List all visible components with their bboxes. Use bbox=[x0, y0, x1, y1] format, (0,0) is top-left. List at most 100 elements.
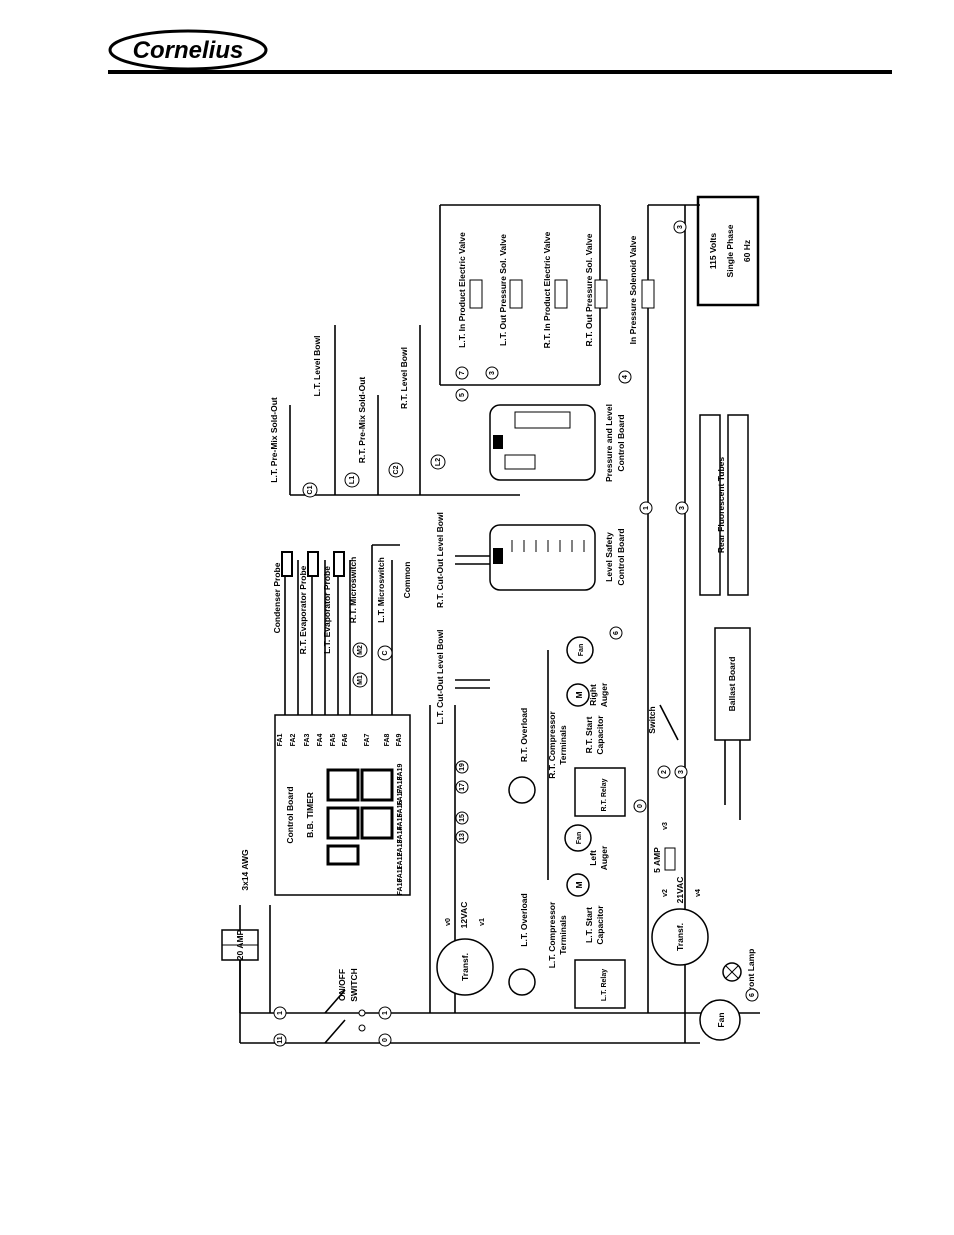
fa-right-4: FA15 bbox=[397, 814, 404, 831]
left-components: Fan M Left Auger L.T. Overload L.T. Comp… bbox=[508, 824, 626, 1009]
probe-marker-1-circle bbox=[352, 672, 368, 688]
probe-label-5: Common bbox=[402, 562, 412, 599]
wire-gauge-label: 3x14 AWG bbox=[240, 849, 250, 891]
bottom-fan: Fan bbox=[699, 999, 741, 1041]
probe-marker-0-circle bbox=[352, 642, 368, 658]
wire-markers: 1 3 6 2 3 17 19 13 15 0 6 v0 v1 v2 v3 v4 bbox=[445, 501, 759, 1002]
fa-right-5: FA14 bbox=[397, 827, 404, 844]
svg-text:Transf.: Transf. bbox=[460, 953, 470, 981]
transformer-12v: Transf. 12VAC bbox=[436, 902, 494, 996]
svg-text:1: 1 bbox=[643, 506, 650, 510]
svg-text:2: 2 bbox=[661, 770, 668, 774]
fa-left-1: FA2 bbox=[290, 733, 297, 746]
switch-line2: SWITCH bbox=[349, 968, 359, 1002]
svg-text:Auger: Auger bbox=[599, 845, 609, 870]
svg-text:M: M bbox=[574, 691, 584, 698]
fa-right-7: FA12 bbox=[397, 853, 404, 870]
probe-marker-1: M1 bbox=[357, 675, 364, 685]
sold-out-marker-0: C1 bbox=[307, 485, 314, 494]
pressure-level-board: Pressure and Level Control Board bbox=[489, 404, 626, 482]
fa-left-3: FA4 bbox=[317, 733, 324, 746]
cornelius-logo: Cornelius bbox=[108, 28, 268, 76]
svg-text:Terminals: Terminals bbox=[558, 915, 568, 955]
svg-text:L.T. Relay: L.T. Relay bbox=[601, 969, 608, 1001]
front-lamp: Front Lamp bbox=[722, 949, 756, 996]
sold-out-marker-3: L2 bbox=[435, 458, 442, 466]
level-safety-line2: Control Board bbox=[616, 528, 626, 585]
svg-text:L.T. Compressor: L.T. Compressor bbox=[547, 901, 557, 968]
svg-text:Auger: Auger bbox=[599, 682, 609, 707]
svg-text:R.T. Relay: R.T. Relay bbox=[601, 778, 608, 811]
svg-text:0: 0 bbox=[637, 804, 644, 808]
probe-label-2: L.T. Evaporator Probe bbox=[322, 566, 332, 654]
fa-left-2: FA3 bbox=[304, 733, 311, 746]
svg-text:0: 0 bbox=[382, 1038, 389, 1042]
logo-text: Cornelius bbox=[133, 37, 244, 64]
svg-text:Front Lamp: Front Lamp bbox=[746, 949, 756, 996]
fa-left-6: FA7 bbox=[364, 733, 371, 746]
control-board-line2: B.B. TIMER bbox=[305, 792, 315, 838]
svg-text:Fan: Fan bbox=[576, 832, 583, 844]
svg-text:12VAC: 12VAC bbox=[459, 902, 469, 929]
level-safety-board: Level Safety Control Board bbox=[489, 524, 626, 591]
svg-text:R.T. Compressor: R.T. Compressor bbox=[547, 711, 557, 779]
svg-text:Left: Left bbox=[588, 850, 598, 866]
svg-text:5: 5 bbox=[459, 393, 466, 397]
lt-premix-soldout: L.T. Pre-Mix Sold-Out bbox=[269, 397, 279, 483]
in-pressure-valve: In Pressure Solenoid Valve bbox=[628, 235, 638, 344]
fa-left-7: FA8 bbox=[384, 733, 391, 746]
page-header: Cornelius bbox=[0, 0, 954, 80]
control-board-line1: Control Board bbox=[285, 786, 295, 843]
svg-text:3: 3 bbox=[677, 225, 684, 229]
svg-text:7: 7 bbox=[459, 371, 466, 375]
svg-text:6: 6 bbox=[613, 631, 620, 635]
svg-text:v1: v1 bbox=[479, 918, 486, 926]
fuse-5amp: 5 AMP bbox=[652, 847, 676, 873]
supply-box: 115 Volts Single Phase 60 Hz bbox=[696, 195, 760, 307]
right-components: Fan M Right Auger R.T. Overload R.T. Com… bbox=[508, 636, 626, 880]
svg-text:17: 17 bbox=[459, 783, 466, 791]
on-off-switch[interactable]: ON/OFF SWITCH bbox=[324, 968, 366, 1044]
svg-text:v4: v4 bbox=[695, 889, 702, 897]
svg-text:1: 1 bbox=[382, 1011, 389, 1015]
probe-label-4: L.T. Microswitch bbox=[376, 557, 386, 623]
svg-text:L.T. Overload: L.T. Overload bbox=[519, 893, 529, 946]
svg-text:1: 1 bbox=[277, 1011, 284, 1015]
level-bowl: L.T. Cut-Out Level Bowl R.T. Cut-Out Lev… bbox=[435, 512, 490, 724]
svg-text:Fan: Fan bbox=[716, 1012, 726, 1027]
door-switch[interactable]: Switch bbox=[647, 704, 679, 741]
fa-left-5: FA6 bbox=[342, 733, 349, 746]
sold-out-marker-0-circle bbox=[302, 482, 318, 498]
svg-text:Switch: Switch bbox=[647, 706, 657, 733]
supply-line2: Single Phase bbox=[725, 224, 735, 277]
probe-label-3: R.T. Microswitch bbox=[348, 557, 358, 624]
probe-marker-2-circle bbox=[377, 645, 393, 661]
fa-right-9: FA10 bbox=[397, 879, 404, 896]
rt-level-bowl: R.T. Level Bowl bbox=[399, 347, 409, 409]
fa-right-2: FA17 bbox=[397, 789, 404, 806]
fa-left-4: FA5 bbox=[330, 733, 337, 746]
pressure-board-line2: Control Board bbox=[616, 414, 626, 471]
svg-text:Capacitor: Capacitor bbox=[595, 905, 605, 945]
sold-out-marker-1-circle bbox=[344, 472, 360, 488]
supply-line1: 115 Volts bbox=[708, 233, 718, 269]
ballast-label: Ballast Board bbox=[727, 657, 737, 712]
svg-text:Terminals: Terminals bbox=[558, 725, 568, 765]
svg-text:5 AMP: 5 AMP bbox=[652, 847, 662, 873]
svg-text:v2: v2 bbox=[662, 889, 669, 897]
supply-line3: 60 Hz bbox=[742, 240, 752, 262]
control-board: Control Board B.B. TIMER FA1 FA2 FA3 FA4 FA5… bbox=[274, 714, 411, 896]
sold-out-marker-2-circle bbox=[388, 462, 404, 478]
fa-left-0: FA1 bbox=[277, 733, 284, 746]
probe-label-1: R.T. Evaporator Probe bbox=[298, 565, 308, 654]
svg-text:3: 3 bbox=[489, 371, 496, 375]
switch-line1: ON/OFF bbox=[337, 969, 347, 1001]
lt-cutout-bowl: L.T. Cut-Out Level Bowl bbox=[435, 630, 445, 725]
lt-level-bowl: L.T. Level Bowl bbox=[312, 336, 322, 397]
svg-text:15: 15 bbox=[459, 814, 466, 822]
